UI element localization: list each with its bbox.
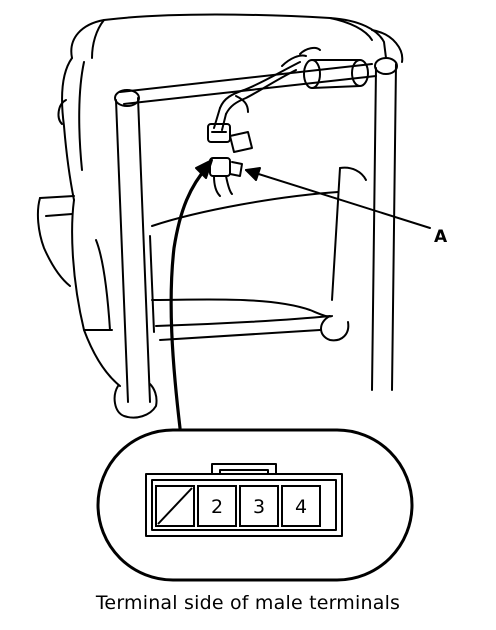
pin-label-4: 4 — [295, 496, 307, 518]
pin-label-2: 2 — [211, 496, 223, 518]
seat-frame — [83, 57, 398, 419]
upper-connector — [207, 123, 253, 153]
seat-back-cushion — [36, 13, 404, 387]
pin-cavity-4: 4 — [281, 485, 321, 527]
figure-caption: Terminal side of male terminals — [95, 592, 401, 614]
connector-pins: 2 3 4 — [155, 485, 321, 527]
connector-face — [145, 463, 343, 537]
pin-cavity-2: 2 — [197, 485, 237, 527]
connector-closeup-outline — [96, 428, 414, 582]
motor-cylinder — [281, 46, 369, 89]
pin-cavity-3: 3 — [239, 485, 279, 527]
pin-cavity-1 — [155, 485, 195, 527]
wiring-harness — [213, 61, 301, 131]
callout-label: A — [434, 227, 448, 247]
callout-leader-line — [245, 167, 431, 229]
curved-pointer-arrow — [169, 159, 213, 430]
pin-label-3: 3 — [253, 496, 265, 518]
lower-connector — [209, 157, 243, 197]
